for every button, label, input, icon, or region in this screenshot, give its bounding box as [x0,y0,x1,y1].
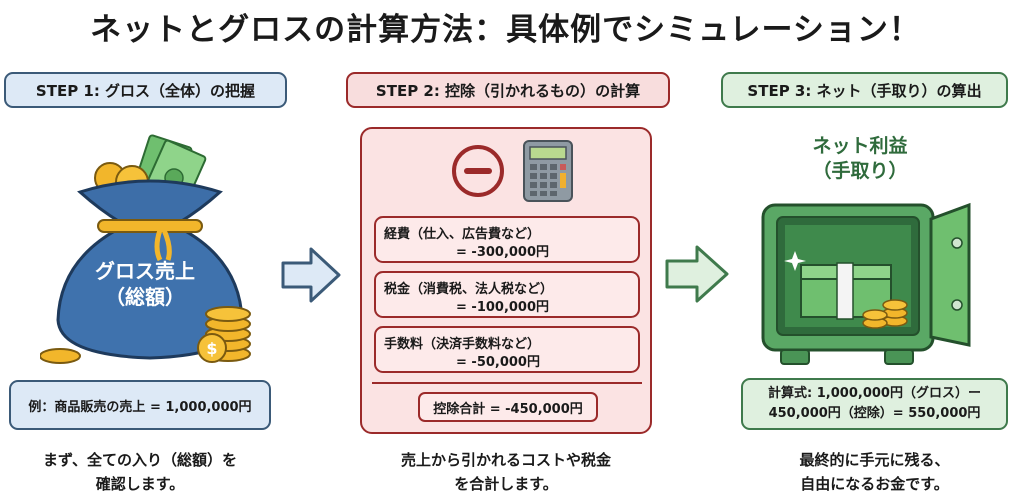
svg-text:$: $ [206,339,217,358]
coin-stack-icon: $ [197,306,251,363]
minus-circle-icon [452,145,504,197]
deduction-panel: 経費（仕入、広告費など） = -300,000円 税金（消費税、法人税など） =… [360,127,652,434]
money-bag-icon: $ [40,134,251,364]
page-title: ネットとグロスの計算方法：具体例でシミュレーション！ [90,12,921,48]
net-profit-heading: ネット利益 （手取り） [812,135,908,182]
example-box: 例：商品販売の売上 = 1,000,000円 [9,380,271,430]
rope-tie-icon [97,219,203,233]
step2-label: STEP 2: 控除（引かれるもの）の計算 [346,72,670,108]
coin-icon [40,348,81,364]
arrow-right-icon [281,247,341,303]
open-safe-icon [761,202,971,365]
deduction-item-expenses: 経費（仕入、広告費など） = -300,000円 [374,216,640,263]
arrow-right-icon [665,245,729,303]
coin-stack-icon [862,299,908,329]
deduction-total: 控除合計 = -450,000円 [418,392,598,422]
step3-caption: 最終的に手元に残る、 自由になるお金です。 [799,451,950,493]
net-formula-box: 計算式: 1,000,000円（グロス）ー 450,000円（控除）= 550,… [741,378,1008,430]
bag-label: グロス売上 （総額） [95,259,195,309]
step3-label: STEP 3: ネット（手取り）の算出 [721,72,1008,108]
divider [372,382,642,384]
step2-caption: 売上から引かれるコストや税金 を合計します。 [400,451,611,493]
deduction-item-fees: 手数料（決済手数料など） = -50,000円 [374,326,640,373]
step1-caption: まず、全ての入り（総額）を 確認します。 [43,451,237,493]
step1-label: STEP 1: グロス（全体）の把握 [4,72,287,108]
calculator-icon [523,140,573,202]
sparkle-icon [784,251,806,271]
deduction-item-taxes: 税金（消費税、法人税など） = -100,000円 [374,271,640,318]
